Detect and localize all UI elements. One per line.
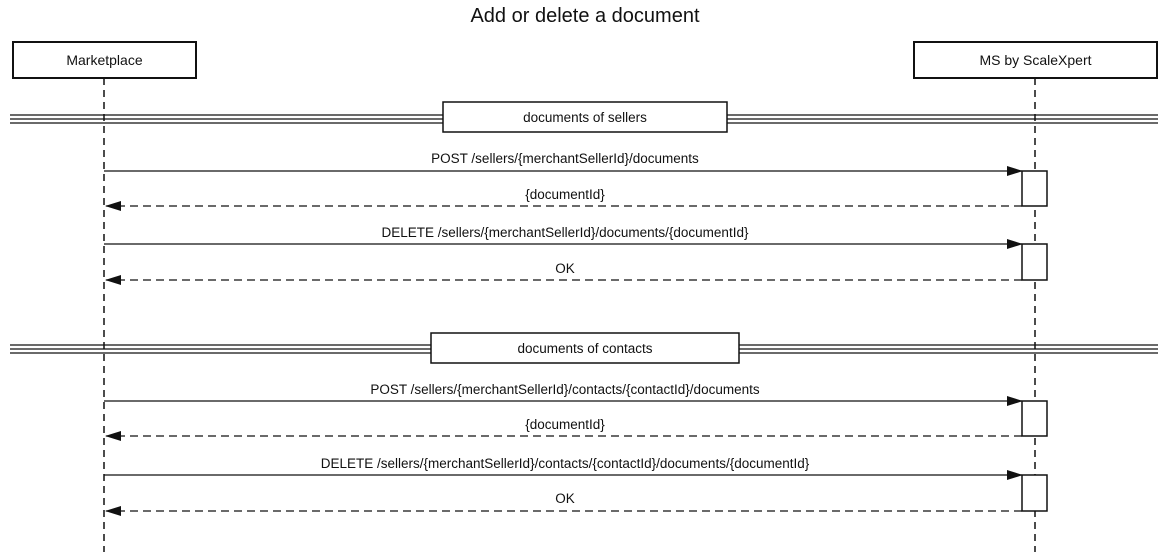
message-post-seller-documents: POST /sellers/{merchantSellerId}/documen… [104, 151, 1023, 176]
message-response-document-id: {documentId} [105, 187, 1022, 211]
message-response-document-id: {documentId} [105, 417, 1022, 441]
activation-bar [1021, 243, 1048, 281]
message-label: DELETE /sellers/{merchantSellerId}/conta… [321, 456, 810, 471]
participant-marketplace: Marketplace [12, 41, 197, 79]
message-label: OK [555, 261, 575, 276]
section-divider-sellers: documents of sellers [10, 101, 1158, 133]
message-response-ok: OK [105, 261, 1022, 285]
activation-bar [1021, 474, 1048, 512]
message-response-ok: OK [105, 491, 1022, 516]
message-label: {documentId} [525, 187, 605, 202]
section-label-contacts: documents of contacts [517, 341, 652, 356]
message-delete-contact-document: DELETE /sellers/{merchantSellerId}/conta… [104, 456, 1023, 480]
message-label: OK [555, 491, 575, 506]
message-label: POST /sellers/{merchantSellerId}/documen… [431, 151, 699, 166]
message-delete-seller-document: DELETE /sellers/{merchantSellerId}/docum… [104, 225, 1023, 249]
participant-ms: MS by ScaleXpert [913, 41, 1158, 79]
section-divider-contacts: documents of contacts [10, 332, 1158, 364]
section-label-sellers: documents of sellers [523, 110, 647, 125]
participant-ms-label: MS by ScaleXpert [979, 52, 1091, 68]
message-label: POST /sellers/{merchantSellerId}/contact… [370, 382, 759, 397]
message-label: DELETE /sellers/{merchantSellerId}/docum… [382, 225, 749, 240]
diagram-title: Add or delete a document [470, 5, 699, 27]
participant-marketplace-label: Marketplace [66, 52, 142, 68]
message-label: {documentId} [525, 417, 605, 432]
message-post-contact-documents: POST /sellers/{merchantSellerId}/contact… [104, 382, 1023, 406]
activation-bar [1021, 170, 1048, 207]
activation-bar [1021, 400, 1048, 437]
